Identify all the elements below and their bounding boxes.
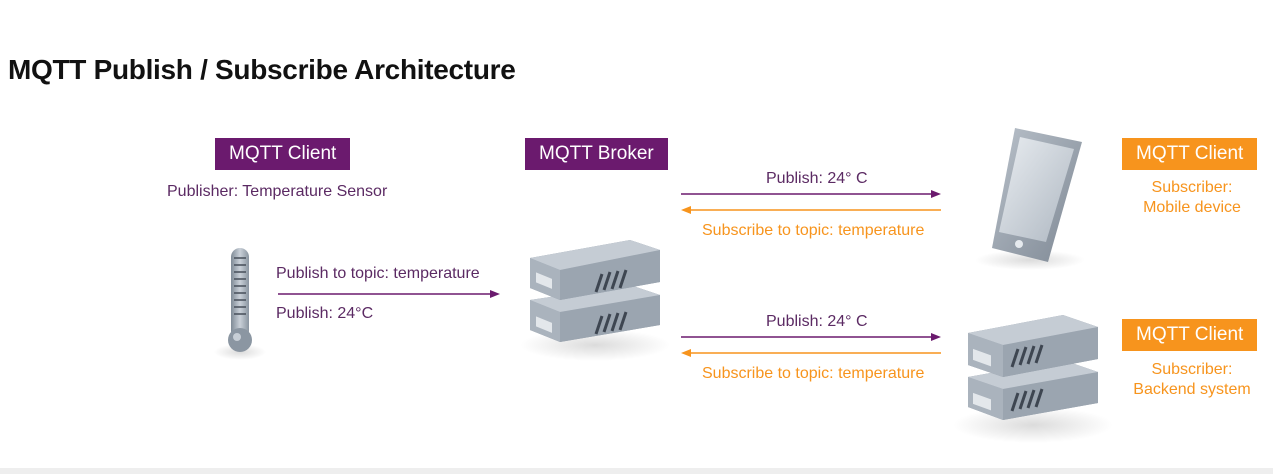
publisher-role: Publisher: Temperature Sensor xyxy=(167,183,388,200)
broker-server-icon xyxy=(520,240,670,361)
backend-publish-label: Publish: 24° C xyxy=(766,313,868,330)
broker-badge: MQTT Broker xyxy=(525,138,668,170)
backend-subscriber-role-line1: Subscriber: xyxy=(1151,361,1233,378)
mobile-subscriber-badge: MQTT Client xyxy=(1122,138,1258,170)
backend-subscribe-label: Subscribe to topic: temperature xyxy=(702,365,925,382)
publish-topic-label: Publish to topic: temperature xyxy=(276,265,480,282)
backend-subscribe-arrow xyxy=(681,349,941,357)
mobile-subscriber-role-line2: Mobile device xyxy=(1143,199,1241,216)
mobile-subscriber-role-line1: Subscriber: xyxy=(1151,179,1233,196)
bottom-divider xyxy=(0,468,1273,474)
backend-subscriber-role-line2: Backend system xyxy=(1133,381,1251,398)
backend-server-icon xyxy=(953,315,1113,443)
page-title: MQTT Publish / Subscribe Architecture xyxy=(8,54,516,85)
backend-subscriber-badge: MQTT Client xyxy=(1122,319,1258,351)
mobile-subscriber-role: Subscriber: Mobile device xyxy=(1132,178,1252,218)
mobile-publish-arrow xyxy=(681,190,941,198)
thermometer-icon xyxy=(214,248,266,360)
smartphone-icon xyxy=(975,128,1085,270)
publish-value-label: Publish: 24°C xyxy=(276,305,374,322)
mobile-subscribe-label: Subscribe to topic: temperature xyxy=(702,222,925,239)
backend-publish-arrow xyxy=(681,333,941,341)
backend-subscriber-role: Subscriber: Backend system xyxy=(1128,360,1256,400)
mobile-publish-label: Publish: 24° C xyxy=(766,170,868,187)
publish-arrow xyxy=(278,290,500,298)
publisher-badge: MQTT Client xyxy=(215,138,351,170)
mobile-subscribe-arrow xyxy=(681,206,941,214)
